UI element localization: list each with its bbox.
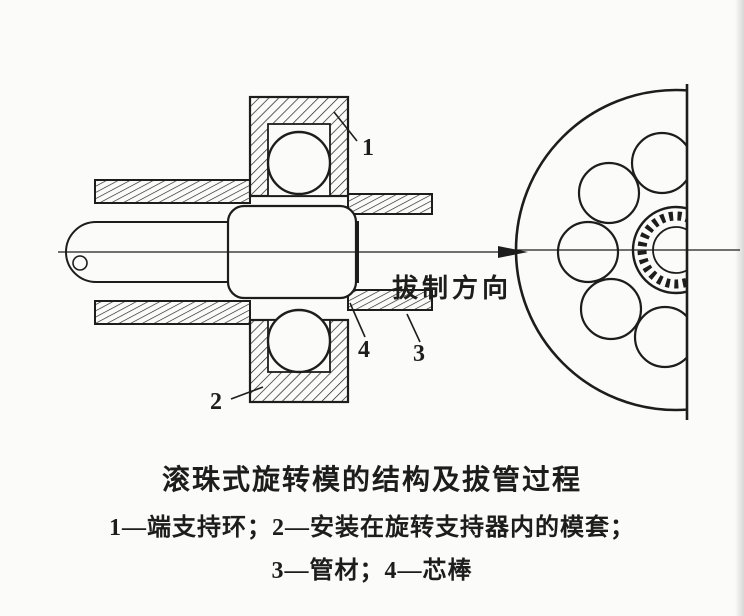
balls-ring [556, 131, 744, 369]
ball [695, 293, 744, 353]
ball [556, 220, 620, 284]
mandrel-end-detail [72, 255, 88, 271]
ball [633, 305, 687, 369]
callouts: 1 2 4 3 [210, 111, 425, 415]
end-view [514, 88, 744, 412]
center-hub [631, 205, 687, 295]
leader-3 [406, 313, 421, 343]
direction-arrowhead [498, 246, 528, 258]
callout-4: 4 [358, 337, 370, 363]
figure-legend-2: 3—管材；4—芯棒 [271, 558, 473, 584]
lower-ball [266, 308, 332, 374]
lower-die-block [248, 308, 350, 404]
diagram-canvas: 拔制方向 1 2 4 3 [58, 84, 744, 420]
direction-label: 拔制方向 [392, 273, 512, 303]
leader-2 [230, 386, 264, 400]
tube-wall-upper-left [94, 179, 251, 204]
hub-knurl-ring [637, 211, 687, 289]
ball [577, 161, 641, 225]
figure-title: 滚珠式旋转模的结构及拔管过程 [161, 465, 582, 496]
cross-section-view: 拔制方向 1 2 4 3 [58, 95, 528, 415]
callout-2: 2 [210, 389, 222, 415]
callout-1: 1 [362, 135, 374, 161]
figure-legend-1: 1—端支持环；2—安装在旋转支持器内的模套； [109, 515, 635, 541]
upper-ball [266, 130, 332, 196]
leader-1 [333, 111, 358, 142]
callout-3: 3 [413, 341, 425, 367]
ball [693, 145, 744, 205]
tube-walls [94, 179, 433, 325]
ball [579, 277, 643, 341]
leader-4 [349, 302, 366, 338]
ball [630, 131, 687, 195]
tube-wall-lower-left [94, 300, 251, 325]
upper-die-block [248, 95, 350, 198]
tube-wall-upper-right [347, 193, 433, 215]
drawing-direction: 拔制方向 [58, 246, 528, 303]
tube-wall-lower-right [347, 289, 433, 311]
